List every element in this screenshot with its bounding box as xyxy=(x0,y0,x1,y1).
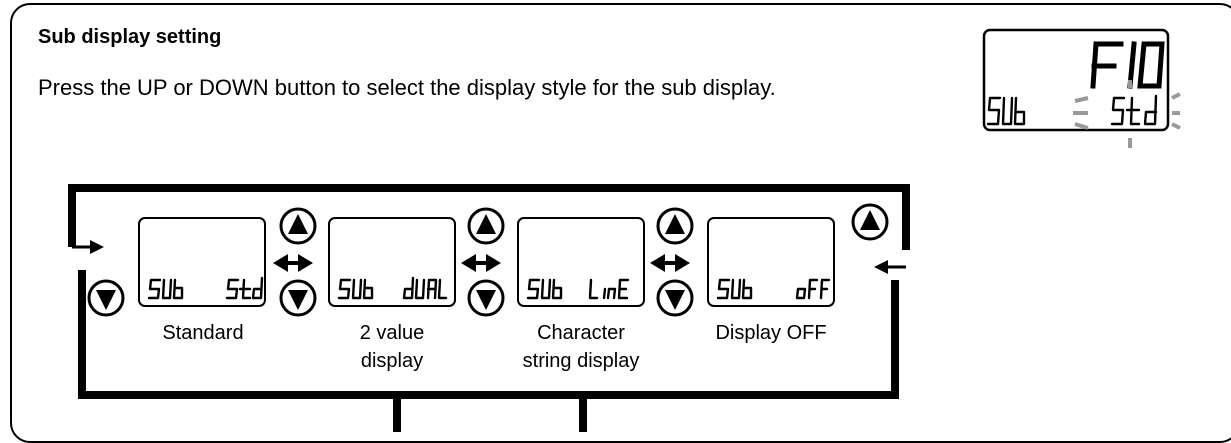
caption-line: Character xyxy=(537,322,625,344)
loop-lines xyxy=(68,184,910,432)
up-button-icon-2[interactable] xyxy=(467,207,505,245)
caption-line: string display xyxy=(522,350,640,372)
down-button-icon-4[interactable] xyxy=(656,279,694,317)
lcd-2value-mode-text xyxy=(402,276,448,300)
preview-sub-right xyxy=(1110,94,1158,126)
caption-line: Standard xyxy=(162,322,244,344)
preview-lcd xyxy=(982,28,1181,148)
section-title: Sub display setting xyxy=(38,26,222,48)
lcd-off-mode-text xyxy=(795,278,831,300)
caption-display-off: Display OFF xyxy=(671,319,871,347)
loop-arrow-right-icon xyxy=(874,260,906,274)
loop-arrow-left-icon xyxy=(72,240,104,254)
preview-main-digits xyxy=(1090,41,1165,89)
up-button-icon-4[interactable] xyxy=(851,203,889,241)
instruction-text: Press the UP or DOWN button to select th… xyxy=(38,75,776,100)
mode-cycle-diagram xyxy=(68,184,910,432)
lcd-character-mode-text xyxy=(588,278,630,300)
double-arrow-icon-3 xyxy=(650,254,690,272)
down-button-icon-2[interactable] xyxy=(279,279,317,317)
caption-standard: Standard xyxy=(103,319,303,347)
up-button-icon-3[interactable] xyxy=(656,207,694,245)
caption-line: Display OFF xyxy=(715,322,827,344)
caption-character-string: Character string display xyxy=(481,319,681,375)
blink-indicator-icon xyxy=(1073,80,1181,148)
double-arrow-icon-1 xyxy=(273,254,313,272)
down-button-icon-1[interactable] xyxy=(87,279,125,317)
double-arrow-icon-2 xyxy=(461,254,501,272)
up-button-icon-1[interactable] xyxy=(279,207,317,245)
caption-line: 2 value xyxy=(359,322,425,344)
preview-sub-left xyxy=(986,96,1026,126)
lcd-standard-mode-text xyxy=(225,276,264,300)
caption-line: display xyxy=(360,350,424,372)
down-button-icon-3[interactable] xyxy=(467,279,505,317)
caption-2-value: 2 value display xyxy=(292,319,492,375)
